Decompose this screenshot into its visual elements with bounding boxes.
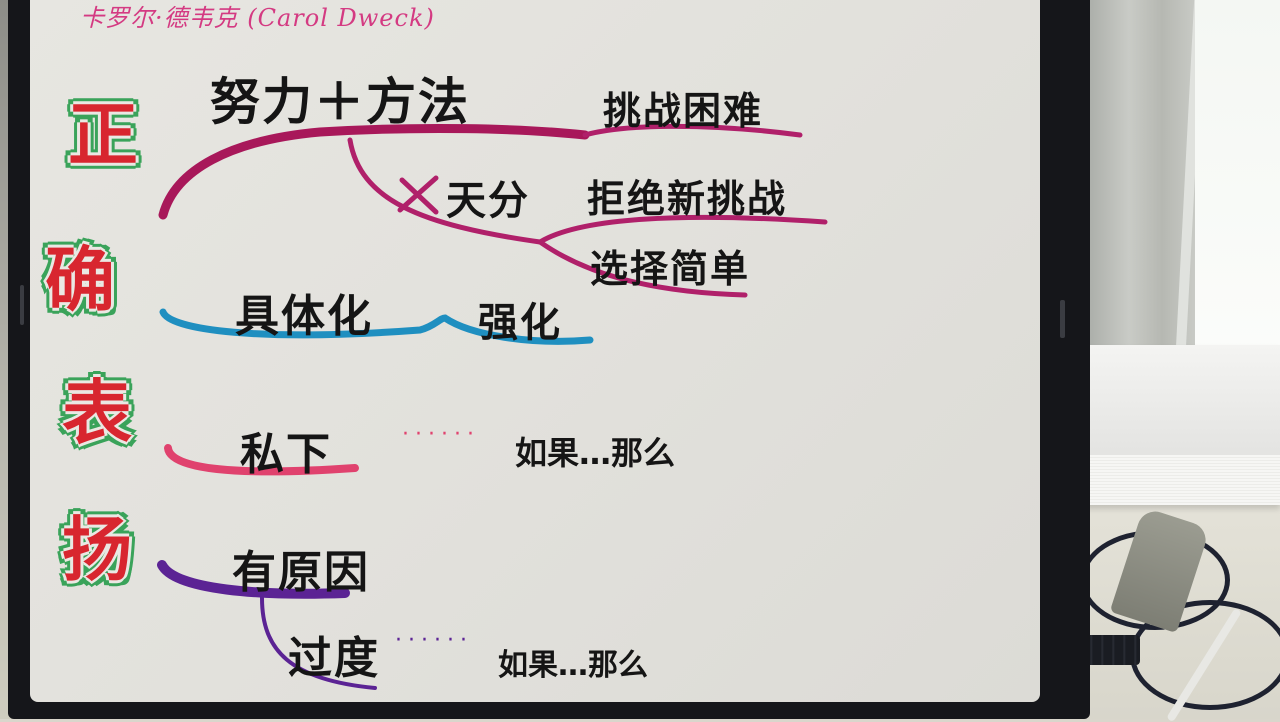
- background-pillar: [1085, 0, 1195, 350]
- frame-slot: [1060, 300, 1065, 338]
- node-reject-new-challenge: 拒绝新挑战: [587, 177, 788, 221]
- node-with-reason: 有原因: [232, 547, 370, 598]
- key-char-biao: 表: [62, 371, 132, 454]
- dotted-connector-purple: ······: [395, 628, 473, 653]
- frame-slot: [20, 285, 24, 325]
- node-talent: 天分: [446, 178, 530, 224]
- node-excessive: 过度: [288, 633, 380, 684]
- node-concretize: 具体化: [235, 291, 373, 342]
- node-choose-simple: 选择简单: [590, 247, 751, 291]
- key-char-yang: 扬: [62, 508, 132, 591]
- dotted-connector-pink: ······: [402, 422, 480, 447]
- paper-sheet: [30, 0, 1040, 702]
- node-effort-method: 努力＋方法: [210, 73, 470, 131]
- window-light: [1195, 0, 1280, 350]
- node-reinforce: 强化: [478, 300, 562, 346]
- node-private: 私下: [240, 429, 332, 480]
- node-challenge-difficulty: 挑战困难: [603, 89, 764, 133]
- book-pages-edge: [1070, 455, 1280, 505]
- author-heading: 卡罗尔·德韦克 (Carol Dweck): [80, 4, 435, 32]
- node-if-then-2: 如果…那么: [498, 648, 648, 683]
- key-char-que: 确: [45, 238, 115, 321]
- node-if-then-1: 如果…那么: [515, 434, 676, 472]
- key-char-zheng: 正: [68, 93, 138, 176]
